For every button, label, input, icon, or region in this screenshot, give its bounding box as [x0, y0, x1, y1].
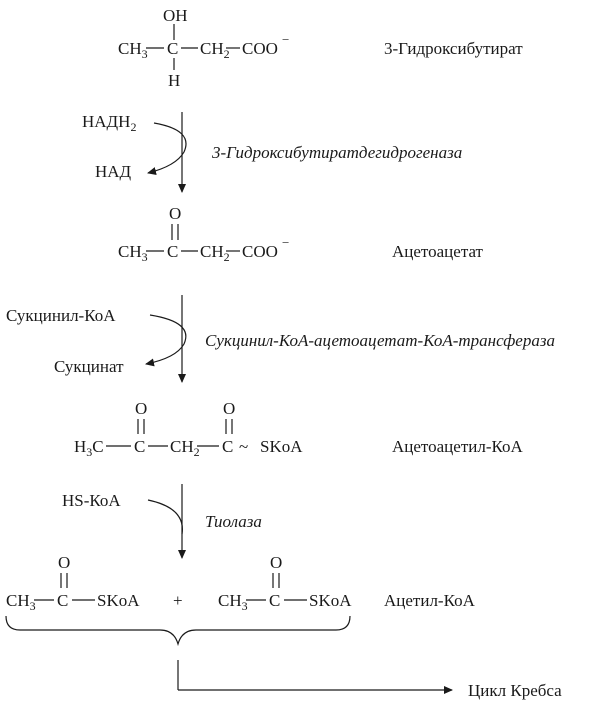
ch3-label: CH3 — [218, 591, 248, 613]
charge-minus: − — [282, 235, 289, 250]
cofactor-succinate: Сукцинат — [54, 357, 124, 376]
coo-label: COO — [242, 39, 278, 58]
ch3-label: CH3 — [118, 242, 148, 264]
skoa-label: SKoA — [309, 591, 352, 610]
krebs-arrow — [177, 660, 453, 694]
reaction-step-2: Сукцинил-КоА Сукцинат Сукцинил-КоА-ацето… — [6, 295, 555, 383]
c-label: C — [269, 591, 280, 610]
oh-label: OH — [163, 6, 188, 25]
compound-acetoacetyl-coa: Ацетоацетил-КоА — [392, 437, 523, 456]
acetyl-coa-structure-1: O CH3 C SKoA — [6, 553, 140, 613]
acetyl-coa-structure-2: O CH3 C SKoA — [218, 553, 352, 613]
enzyme-thiolase: Тиолаза — [205, 512, 262, 531]
cofactor-nadh2: НАДН2 — [82, 112, 136, 134]
ch2-label: CH2 — [200, 242, 230, 264]
o-label-1: O — [135, 399, 147, 418]
h3c-label: H3C — [74, 437, 104, 459]
acetoacetyl-coa-structure: O O H3C C CH2 C ~ SKoA — [74, 399, 303, 459]
brace — [5, 615, 351, 647]
skoa-label: SKoA — [97, 591, 140, 610]
o-label: O — [58, 553, 70, 572]
ch3-label: CH3 — [118, 39, 148, 61]
plus-sign: + — [173, 591, 183, 610]
thioester-tilde: ~ — [239, 437, 248, 456]
c-label: C — [167, 242, 178, 261]
cofactor-succinyl-coa: Сукцинил-КоА — [6, 306, 116, 325]
coo-label: COO — [242, 242, 278, 261]
curved-arrow-2 — [145, 314, 187, 367]
reaction-step-1: НАДН2 НАД 3-Гидроксибутиратдегидрогеназа — [82, 112, 462, 193]
compound-acetyl-coa: Ацетил-КоА — [384, 591, 476, 610]
compound-acetoacetate: Ацетоацетат — [392, 242, 484, 261]
enzyme-dehydrogenase: 3-Гидроксибутиратдегидрогеназа — [211, 143, 462, 162]
o-label: O — [270, 553, 282, 572]
curved-arrow-3 — [147, 499, 183, 535]
c-label: C — [167, 39, 178, 58]
compound-hydroxybutyrate: 3-Гидроксибутират — [384, 39, 523, 58]
o-label-2: O — [223, 399, 235, 418]
krebs-cycle-label: Цикл Кребса — [468, 681, 562, 700]
c-label-1: C — [134, 437, 145, 456]
cofactor-hs-coa: HS-КоА — [62, 491, 121, 510]
reaction-step-3: HS-КоА Тиолаза — [62, 484, 262, 559]
h-label: H — [168, 71, 180, 90]
ch3-label: CH3 — [6, 591, 36, 613]
charge-minus: − — [282, 32, 289, 47]
curved-arrow-1 — [147, 122, 187, 175]
hydroxybutyrate-structure: OH CH3 C CH2 COO − H — [118, 6, 289, 90]
skoa-label: SKoA — [260, 437, 303, 456]
c-label: C — [57, 591, 68, 610]
enzyme-transferase: Сукцинил-КоА-ацетоацетат-КоА-трансфераза — [205, 331, 555, 350]
acetoacetate-structure: O CH3 C CH2 COO − — [118, 204, 289, 264]
o-label: O — [169, 204, 181, 223]
c-label-2: C — [222, 437, 233, 456]
ch2-label: CH2 — [170, 437, 200, 459]
cofactor-nad: НАД — [95, 162, 132, 181]
ch2-label: CH2 — [200, 39, 230, 61]
